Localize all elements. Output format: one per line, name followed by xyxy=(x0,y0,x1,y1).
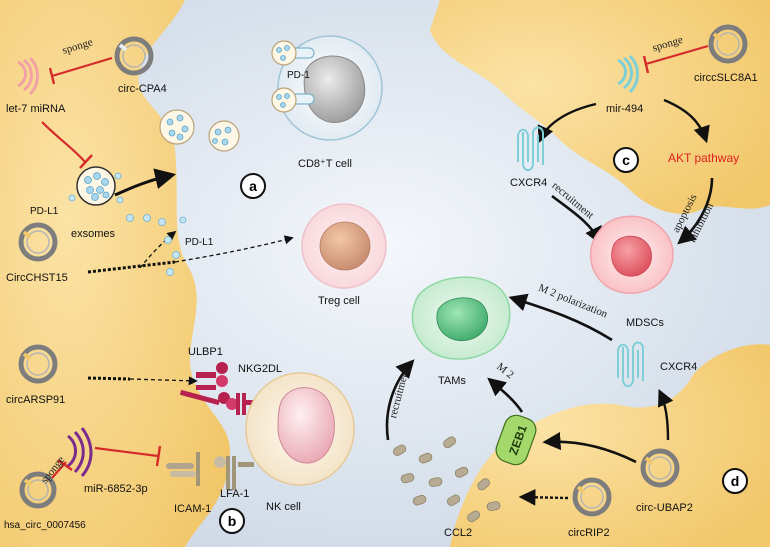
circ-ubap2-label: circ-UBAP2 xyxy=(636,502,693,514)
circ-cpa4-label: circ-CPA4 xyxy=(118,83,167,95)
treg-label: Treg cell xyxy=(318,295,360,307)
zeb1-to-tam-arrow xyxy=(487,377,524,413)
mdscs-label: MDSCs xyxy=(626,317,664,329)
tams-label: TAMs xyxy=(438,375,466,387)
mir494-to-akt-arrow xyxy=(663,98,710,144)
cxcr4-receptor-top xyxy=(517,126,544,172)
ubap2-to-cxcr4-arrow xyxy=(658,388,674,441)
cxcr4-receptor-bottom xyxy=(617,341,644,388)
pd-l1-label-left: PD-L1 xyxy=(30,206,59,217)
icam1-label: ICAM-1 xyxy=(174,503,211,515)
ulbp1-label: ULBP1 xyxy=(188,346,223,358)
akt-pathway-label: AKT pathway xyxy=(668,151,739,165)
inhibitor-bar xyxy=(642,55,650,74)
svg-text:d: d xyxy=(731,473,740,489)
ubap2-to-zeb1-arrow xyxy=(542,432,637,464)
let7-label: let-7 miRNA xyxy=(6,103,66,115)
ccl2-label: CCL2 xyxy=(444,527,472,539)
circchst15-dashed xyxy=(87,260,176,274)
svg-text:c: c xyxy=(622,152,630,168)
exosome-release-arrow xyxy=(114,168,177,197)
panel-c-marker: c xyxy=(613,147,639,173)
pd-l1-particles xyxy=(126,214,187,276)
nk-cell-label: NK cell xyxy=(266,501,301,513)
cxcr4-label-top: CXCR4 xyxy=(510,177,547,189)
mir6852-label: miR-6852-3p xyxy=(84,483,148,495)
rip2-to-ccl2-arrow xyxy=(518,488,569,506)
circcslc8a1-label: circcSLC8A1 xyxy=(694,72,758,84)
sponge-inhibitor-line xyxy=(51,56,113,78)
svg-text:a: a xyxy=(249,178,257,194)
mir494-icon xyxy=(617,54,639,94)
circchst15-icon xyxy=(18,222,58,262)
ulbp1-ligand xyxy=(196,362,228,390)
circarsp91-dashed xyxy=(87,376,131,381)
cxcr4-label-bottom: CXCR4 xyxy=(660,361,697,373)
ccl2-particles xyxy=(393,436,501,523)
mir6852-icon xyxy=(66,427,93,477)
inhibitor-bar xyxy=(79,154,93,169)
tam-cell xyxy=(411,276,511,360)
nkg2dl-label: NKG2DL xyxy=(238,363,282,375)
svg-text:b: b xyxy=(228,513,237,529)
circcslc8a1-icon xyxy=(708,24,748,64)
free-exosomes xyxy=(159,109,240,152)
inhibitor-bar xyxy=(57,459,73,471)
circrip2-label: circRIP2 xyxy=(568,527,610,539)
let7-inhibit-line xyxy=(41,121,86,163)
hsa-circ-label: hsa_circ_0007456 xyxy=(4,520,86,531)
circ-ubap2-icon xyxy=(640,448,680,488)
bound-exosomes xyxy=(271,40,297,113)
akt-inhibition-arrow xyxy=(677,177,714,245)
mdsc-cell xyxy=(589,215,674,294)
treg-cell xyxy=(301,203,387,289)
icam1-lfa1-pair xyxy=(166,452,254,490)
inhibitor-bar xyxy=(48,67,56,85)
lfa1-label: LFA-1 xyxy=(220,488,249,500)
panel-a-marker: a xyxy=(240,173,266,199)
hsa-circ-icon xyxy=(19,471,57,509)
cd8-label: CD8⁺T cell xyxy=(298,158,352,170)
pd-1-label: PD-1 xyxy=(287,70,310,81)
slc8a1-inhibit-line xyxy=(645,44,709,66)
m2-polarization-arrow xyxy=(508,293,613,342)
nk-cell xyxy=(245,372,355,486)
exosomes-label: exsomes xyxy=(71,228,116,240)
pd-1-receptors xyxy=(291,47,315,105)
mir6852-inhibit-line xyxy=(94,446,159,458)
mir494-label: mir-494 xyxy=(606,103,643,115)
ccl2-recruitment-arrow xyxy=(385,359,415,441)
circ-cpa4-icon xyxy=(114,36,154,76)
circrip2-icon xyxy=(572,477,612,517)
panel-b-marker: b xyxy=(219,508,245,534)
circarsp91-label: circARSP91 xyxy=(6,394,65,406)
pd-l1-label-mid: PD-L1 xyxy=(185,237,214,248)
panel-d-marker: d xyxy=(722,468,748,494)
zeb1-protein: ZEB1 xyxy=(495,414,537,466)
circchst15-label: CircCHST15 xyxy=(6,272,68,284)
nkg2dl-receptor xyxy=(179,389,260,415)
cd8-t-cell xyxy=(277,35,383,141)
exosome-cluster xyxy=(68,166,124,206)
inhibitor-bar xyxy=(155,445,162,467)
circarsp91-icon xyxy=(18,344,58,384)
let7-mirna-icon xyxy=(17,56,39,96)
